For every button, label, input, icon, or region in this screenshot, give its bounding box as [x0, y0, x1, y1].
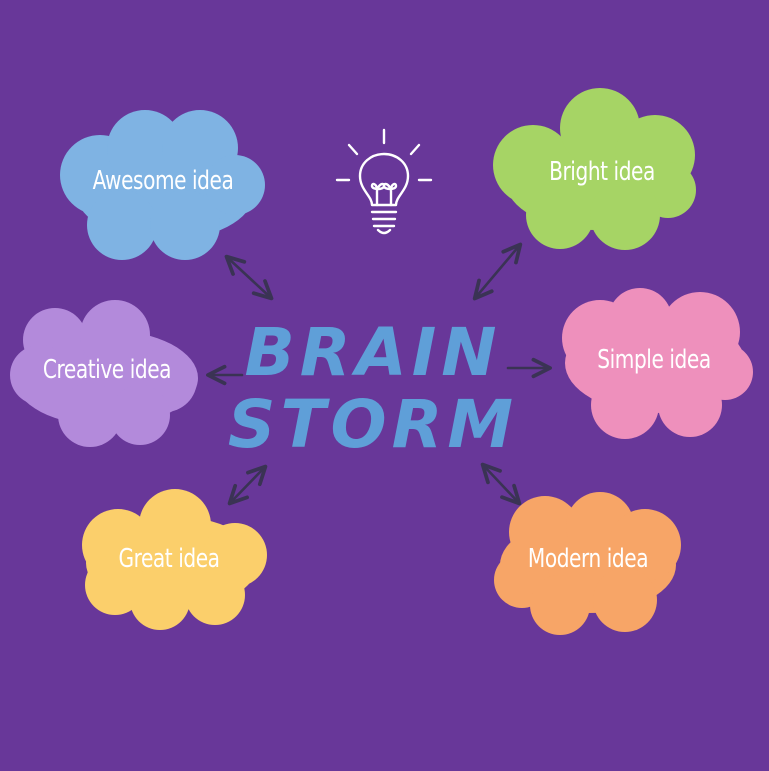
label-simple-idea: Simple idea [597, 345, 711, 375]
cloud-awesome-idea [60, 110, 265, 260]
connector-arrow-great [227, 464, 268, 506]
connector-arrow-bright [472, 242, 523, 301]
lightbulb-icon [335, 128, 433, 235]
label-awesome-idea: Awesome idea [92, 166, 234, 196]
label-bright-idea: Bright idea [549, 157, 655, 187]
cloud-creative-idea [10, 300, 198, 447]
cloud-great-idea [82, 489, 267, 630]
title-brain: BRAIN [244, 314, 502, 391]
connector-arrow-awesome [224, 254, 274, 301]
label-creative-idea: Creative idea [42, 355, 172, 385]
title-storm: STORM [227, 386, 519, 463]
label-great-idea: Great idea [118, 544, 220, 574]
cloud-simple-idea [562, 288, 753, 439]
cloud-bright-idea [493, 88, 696, 250]
cloud-modern-idea [494, 492, 681, 635]
label-modern-idea: Modern idea [527, 544, 649, 574]
connector-arrow-modern [480, 462, 522, 506]
